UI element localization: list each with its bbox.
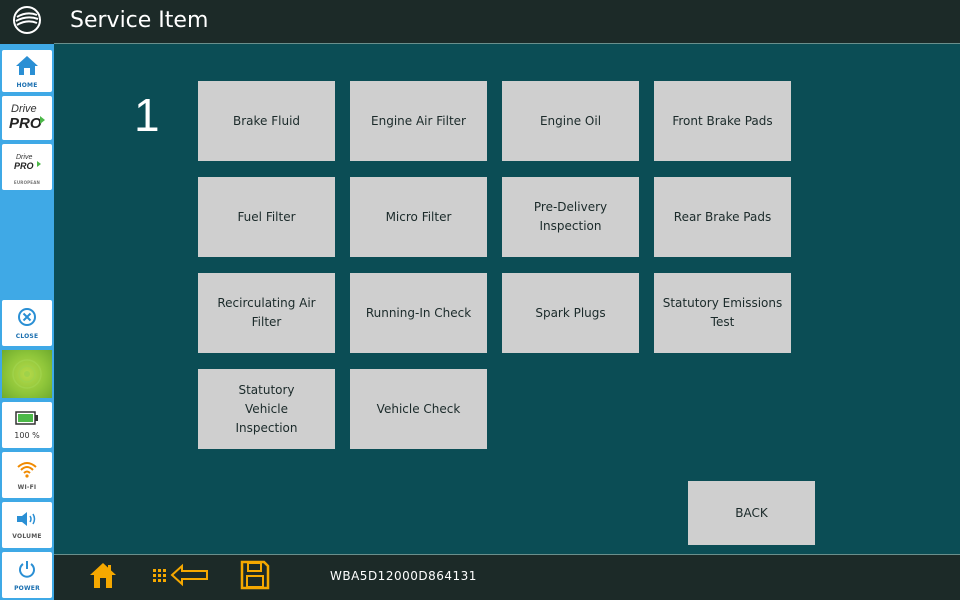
target-icon xyxy=(12,359,42,389)
footer-back-grid-icon xyxy=(152,562,210,592)
drivepro-european-label: EUROPEAN xyxy=(13,179,41,185)
volume-icon xyxy=(15,511,39,531)
svg-text:Drive: Drive xyxy=(11,103,37,115)
service-item-rear-brake-pads[interactable]: Rear Brake Pads xyxy=(654,177,791,257)
footer-home-icon xyxy=(88,560,118,594)
drivepro-button[interactable]: Drive PRO xyxy=(2,96,52,140)
service-item-front-brake-pads[interactable]: Front Brake Pads xyxy=(654,81,791,161)
home-button[interactable]: HOME xyxy=(2,50,52,92)
volume-button[interactable]: VOLUME xyxy=(2,502,52,548)
connection-indicator[interactable] xyxy=(2,350,52,398)
page-title: Service Item xyxy=(70,8,209,33)
wifi-button[interactable]: WI-FI xyxy=(2,452,52,498)
service-item-micro-filter[interactable]: Micro Filter xyxy=(350,177,487,257)
battery-value: 100 % xyxy=(14,431,40,440)
close-label: CLOSE xyxy=(15,332,39,340)
drivepro-european-logo: Drive PRO xyxy=(10,150,44,180)
footer-save-icon xyxy=(240,560,270,594)
close-icon xyxy=(17,307,37,331)
service-item-pre-delivery-inspection[interactable]: Pre-Delivery Inspection xyxy=(502,177,639,257)
service-item-fuel-filter[interactable]: Fuel Filter xyxy=(198,177,335,257)
service-item-engine-air-filter[interactable]: Engine Air Filter xyxy=(350,81,487,161)
service-item-engine-oil[interactable]: Engine Oil xyxy=(502,81,639,161)
title-bar: Service Item xyxy=(54,0,960,44)
home-label: HOME xyxy=(16,81,38,89)
footer-home-button[interactable] xyxy=(88,561,118,593)
service-item-statutory-vehicle-inspection[interactable]: Statutory Vehicle Inspection xyxy=(198,369,335,449)
volume-label: VOLUME xyxy=(12,532,42,540)
battery-indicator: 100 % xyxy=(2,402,52,448)
svg-text:PRO: PRO xyxy=(9,115,42,132)
app-logo xyxy=(0,0,54,44)
page-number: 1 xyxy=(134,89,160,141)
drivepro-logo: Drive PRO xyxy=(7,98,47,138)
svg-text:Drive: Drive xyxy=(16,154,32,161)
wifi-label: WI-FI xyxy=(17,483,37,491)
app-logo-icon xyxy=(12,5,42,39)
service-item-vehicle-check[interactable]: Vehicle Check xyxy=(350,369,487,449)
service-item-statutory-emissions-test[interactable]: Statutory Emissions Test xyxy=(654,273,791,353)
close-button[interactable]: CLOSE xyxy=(2,300,52,346)
bottom-bar: WBA5D12000D864131 xyxy=(54,554,960,600)
service-item-spark-plugs[interactable]: Spark Plugs xyxy=(502,273,639,353)
power-icon xyxy=(17,559,37,583)
back-button[interactable]: BACK xyxy=(688,481,815,545)
drivepro-european-button[interactable]: Drive PRO EUROPEAN xyxy=(2,144,52,190)
sidebar: HOME Drive PRO Drive PRO EUROPEAN xyxy=(0,0,54,600)
svg-text:PRO: PRO xyxy=(14,161,34,171)
power-button[interactable]: POWER xyxy=(2,552,52,598)
service-item-recirculating-air-filter[interactable]: Recirculating Air Filter xyxy=(198,273,335,353)
service-item-brake-fluid[interactable]: Brake Fluid xyxy=(198,81,335,161)
vin-number: WBA5D12000D864131 xyxy=(330,569,477,583)
power-label: POWER xyxy=(14,584,40,592)
battery-icon xyxy=(15,410,39,429)
service-item-running-in-check[interactable]: Running-In Check xyxy=(350,273,487,353)
wifi-icon xyxy=(16,460,38,482)
footer-save-button[interactable] xyxy=(240,560,270,594)
home-icon xyxy=(14,54,40,80)
footer-back-menu-button[interactable] xyxy=(152,561,210,593)
